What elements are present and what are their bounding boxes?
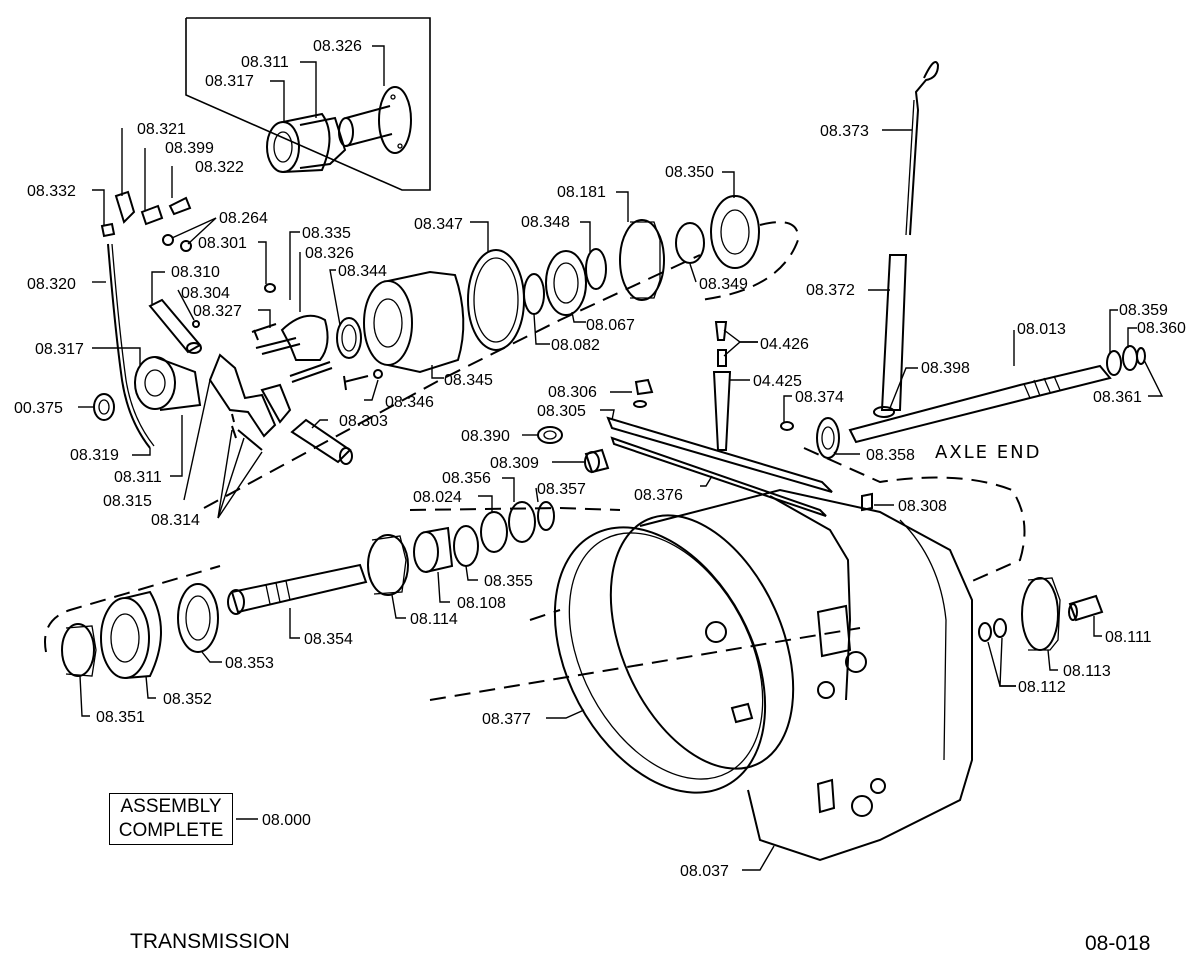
inset-leaders	[270, 45, 385, 122]
label-08-390: 08.390	[461, 428, 510, 445]
label-08-360: 08.360	[1137, 320, 1186, 337]
label-08-359: 08.359	[1119, 302, 1168, 319]
housing	[553, 488, 973, 862]
label-08-303: 08.303	[339, 413, 388, 430]
inset-detail	[185, 17, 431, 191]
label-08-349: 08.349	[699, 276, 748, 293]
top-gear-parts	[336, 195, 760, 391]
label-08-322: 08.322	[195, 159, 244, 176]
label-08-344: 08.344	[338, 263, 387, 280]
label-08-353: 08.353	[225, 655, 274, 672]
label-08-350: 08.350	[665, 164, 714, 181]
label-08-398: 08.398	[921, 360, 970, 377]
label-08-321: 08.321	[137, 121, 186, 138]
lower-gear-leaders	[79, 391, 713, 717]
assembly-complete-box: ASSEMBLY COMPLETE	[109, 793, 233, 845]
label-08-357: 08.357	[537, 481, 586, 498]
label-08-354: 08.354	[304, 631, 353, 648]
shaft-parts	[712, 61, 1146, 459]
part-number-labels: 08.326 08.311 08.317 08.321 08.399 08.32…	[14, 38, 1186, 880]
label-08-317-inset: 08.317	[205, 73, 254, 90]
label-08-306: 08.306	[548, 384, 597, 401]
label-08-308: 08.308	[898, 498, 947, 515]
assembly-dash-lines	[44, 221, 1026, 701]
label-08-309: 08.309	[490, 455, 539, 472]
label-08-332: 08.332	[27, 183, 76, 200]
label-08-374: 08.374	[795, 389, 844, 406]
diagram-title: TRANSMISSION	[130, 930, 290, 953]
label-08-348: 08.348	[521, 214, 570, 231]
assembly-line-2: COMPLETE	[118, 820, 224, 841]
label-00-375: 00.375	[14, 400, 63, 417]
label-08-319: 08.319	[70, 447, 119, 464]
shaft-leaders	[723, 129, 1164, 455]
label-08-356: 08.356	[442, 470, 491, 487]
label-08-377: 08.377	[482, 711, 531, 728]
label-08-355: 08.355	[484, 573, 533, 590]
label-08-013: 08.013	[1017, 321, 1066, 338]
label-08-351: 08.351	[96, 709, 145, 726]
label-08-264: 08.264	[219, 210, 268, 227]
label-04-425: 04.425	[753, 373, 802, 390]
label-08-067: 08.067	[586, 317, 635, 334]
label-08-326: 08.326	[305, 245, 354, 262]
label-08-327: 08.327	[193, 303, 242, 320]
label-08-114: 08.114	[410, 611, 458, 628]
label-08-326-inset: 08.326	[313, 38, 362, 55]
label-08-082: 08.082	[551, 337, 600, 354]
label-08-111: 08.111	[1105, 629, 1152, 646]
right-gear-parts	[978, 577, 1104, 651]
assembly-line-1: ASSEMBLY	[120, 796, 222, 817]
label-08-037: 08.037	[680, 863, 729, 880]
label-08-315: 08.315	[103, 493, 152, 510]
label-08-399: 08.399	[165, 140, 214, 157]
label-08-311-inset: 08.311	[241, 54, 289, 71]
label-08-112: 08.112	[1018, 679, 1066, 696]
lower-gear-parts	[61, 378, 833, 679]
top-gear-leaders	[431, 171, 735, 379]
label-08-304: 08.304	[181, 285, 230, 302]
label-08-301: 08.301	[198, 235, 247, 252]
label-08-373: 08.373	[820, 123, 869, 140]
label-08-361: 08.361	[1093, 389, 1142, 406]
label-08-181: 08.181	[557, 184, 606, 201]
label-08-310: 08.310	[171, 264, 220, 281]
label-08-314: 08.314	[151, 512, 200, 529]
label-08-024: 08.024	[413, 489, 462, 506]
label-08-000: 08.000	[262, 812, 311, 829]
label-08-376: 08.376	[634, 487, 683, 504]
label-08-317: 08.317	[35, 341, 84, 358]
label-08-108: 08.108	[457, 595, 506, 612]
page-code: 08-018	[1085, 932, 1151, 955]
right-gear-leaders	[236, 616, 1102, 820]
label-08-305: 08.305	[537, 403, 586, 420]
shifter-leaders	[78, 128, 379, 519]
label-08-346: 08.346	[385, 394, 434, 411]
shifter-parts	[93, 190, 353, 465]
label-08-113: 08.113	[1063, 663, 1111, 680]
label-04-426: 04.426	[760, 336, 809, 353]
label-08-372: 08.372	[806, 282, 855, 299]
label-axle-end: AXLE END	[935, 442, 1041, 463]
label-08-345: 08.345	[444, 372, 493, 389]
housing-leaders	[546, 504, 894, 871]
label-08-320: 08.320	[27, 276, 76, 293]
label-08-352: 08.352	[163, 691, 212, 708]
label-08-358: 08.358	[866, 447, 915, 464]
label-08-347: 08.347	[414, 216, 463, 233]
label-08-335: 08.335	[302, 225, 351, 242]
label-08-311: 08.311	[114, 469, 162, 486]
